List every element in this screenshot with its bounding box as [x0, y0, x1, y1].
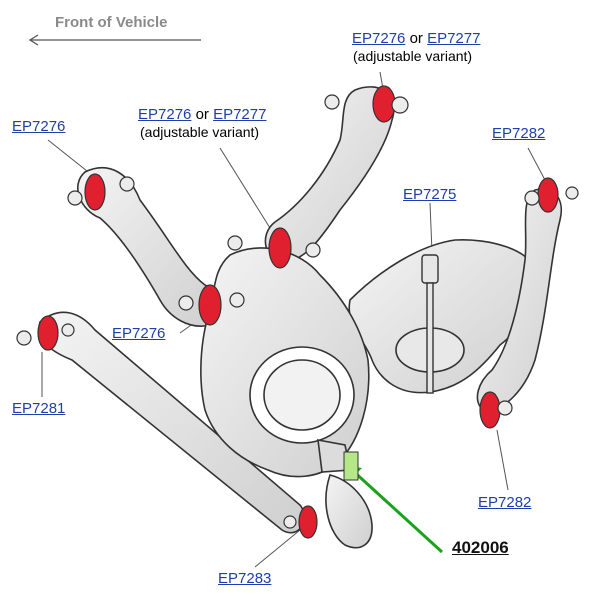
bushings: [37, 85, 559, 539]
part-402006-pointer: [343, 451, 444, 554]
bolts: [16, 94, 579, 529]
ep7276-left-link[interactable]: EP7276: [12, 118, 66, 135]
ep7283-link[interactable]: EP7283: [218, 570, 272, 587]
ep7276-upper-link[interactable]: EP7276: [352, 30, 406, 47]
ep7277-mid-link[interactable]: EP7277: [213, 106, 267, 123]
leader-lines: [41, 71, 546, 568]
ep7282-upper-link[interactable]: EP7282: [492, 125, 546, 142]
part-402006-label: 402006: [452, 538, 509, 557]
ep7275-link[interactable]: EP7275: [403, 186, 457, 203]
adjustable-note-upper: (adjustable variant): [353, 48, 473, 64]
label-group-upper: EP7276 or EP7277: [352, 30, 480, 47]
label-group-mid: EP7276 or EP7277: [138, 106, 266, 123]
left-arrow-icon: [28, 34, 201, 46]
or-word: or: [195, 106, 209, 123]
ep7281-link[interactable]: EP7281: [12, 400, 66, 417]
knuckle: [200, 247, 373, 549]
ep7277-upper-link[interactable]: EP7277: [427, 30, 481, 47]
adjustable-note-mid: (adjustable variant): [140, 124, 260, 140]
front-of-vehicle-label: Front of Vehicle: [55, 14, 168, 31]
or-word: or: [409, 30, 423, 47]
ep7276-mid-link[interactable]: EP7276: [138, 106, 192, 123]
lower-spring-arm: [348, 188, 562, 413]
ep7282-lower-link[interactable]: EP7282: [478, 494, 532, 511]
damper-rod: [421, 254, 439, 394]
ep7276-lower-link[interactable]: EP7276: [112, 325, 166, 342]
